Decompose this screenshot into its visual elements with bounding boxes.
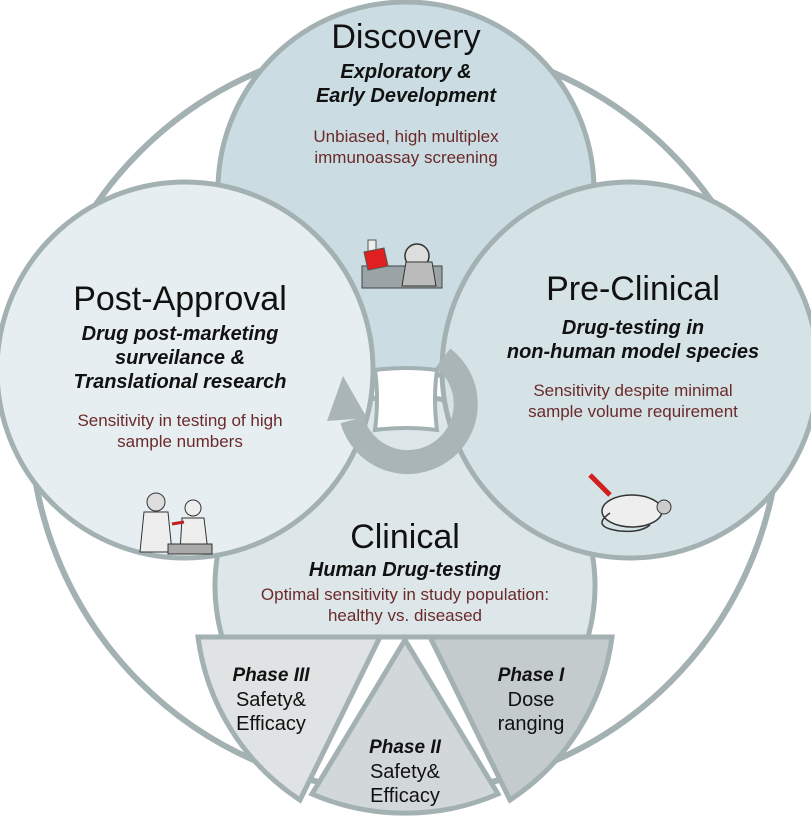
phase-1-label: Phase I Dose ranging xyxy=(476,664,586,736)
phase-2-line1: Safety& xyxy=(369,761,441,783)
phase-2-label: Phase II Safety& Efficacy xyxy=(350,736,460,808)
preclinical-desc-2: sample volume requirement xyxy=(528,402,738,421)
phase-1-line2: ranging xyxy=(497,713,565,735)
nurse-with-patient-icon xyxy=(139,492,213,555)
discovery-title: Discovery xyxy=(331,18,481,56)
postapproval-label: Post-Approval Drug post-marketing survei… xyxy=(30,280,330,452)
clinical-title: Clinical xyxy=(350,518,460,556)
clinical-subtitle-1: Human Drug-testing xyxy=(308,559,502,581)
clinical-desc-2: healthy vs. diseased xyxy=(327,606,483,625)
phase-1-wedge xyxy=(425,634,615,804)
preclinical-title: Pre-Clinical xyxy=(546,270,720,308)
phase-1-title: Phase I xyxy=(497,665,565,686)
preclinical-subtitle-1: Drug-testing in xyxy=(561,317,705,339)
phase-2-line2: Efficacy xyxy=(370,785,440,807)
rat-with-syringe-icon xyxy=(588,473,672,533)
clinical-desc-1: Optimal sensitivity in study population: xyxy=(260,585,550,604)
phase-3-line1: Safety& xyxy=(235,689,307,711)
discovery-desc-2: immunoassay screening xyxy=(314,148,498,167)
phase-3-title: Phase III xyxy=(232,665,310,686)
postapproval-desc-2: sample numbers xyxy=(117,432,243,451)
phase-2-wedge xyxy=(308,635,502,816)
postapproval-subtitle-1: Drug post-marketing xyxy=(81,323,279,345)
scientist-with-flask-icon xyxy=(361,239,443,289)
postapproval-subtitle-3: Translational research xyxy=(73,371,287,393)
discovery-desc-1: Unbiased, high multiplex xyxy=(313,127,499,146)
phase-3-label: Phase III Safety& Efficacy xyxy=(216,664,326,736)
phase-2-title: Phase II xyxy=(369,737,441,758)
phase-wedges xyxy=(195,634,615,816)
clinical-label: Clinical Human Drug-testing Optimal sens… xyxy=(230,518,580,626)
phase-3-wedge xyxy=(195,634,385,804)
center-gap xyxy=(372,366,440,433)
discovery-subtitle-1: Exploratory & xyxy=(340,61,472,83)
postapproval-desc-1: Sensitivity in testing of high xyxy=(77,411,283,430)
preclinical-subtitle-2: non-human model species xyxy=(506,341,760,363)
preclinical-label: Pre-Clinical Drug-testing in non-human m… xyxy=(468,270,798,422)
phase-1-line1: Dose xyxy=(507,689,555,711)
phase-3-line2: Efficacy xyxy=(236,713,306,735)
cycle-arrow-icon xyxy=(327,348,478,475)
preclinical-desc-1: Sensitivity despite minimal xyxy=(533,381,733,400)
discovery-subtitle-2: Early Development xyxy=(315,85,497,107)
postapproval-subtitle-2: surveilance & xyxy=(114,347,246,369)
discovery-label: Discovery Exploratory & Early Developmen… xyxy=(256,18,556,168)
postapproval-title: Post-Approval xyxy=(73,280,287,318)
